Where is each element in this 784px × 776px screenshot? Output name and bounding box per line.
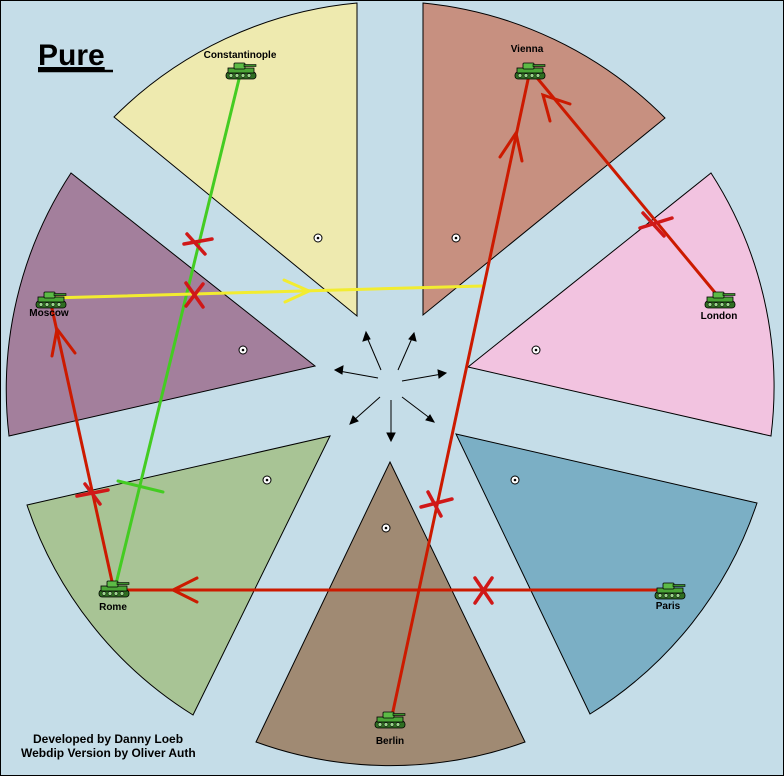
credit-developer: Developed by Danny Loeb — [33, 732, 183, 746]
order-move-london-vienna — [531, 71, 719, 297]
order-move-berlin-vienna — [390, 73, 531, 718]
city-label-vienna: Vienna — [511, 44, 544, 55]
province-london[interactable] — [466, 172, 775, 437]
province-constantinople[interactable] — [113, 2, 358, 318]
province-rome[interactable] — [26, 435, 331, 716]
province-paris[interactable] — [455, 433, 758, 715]
city-label-berlin: Berlin — [376, 736, 404, 747]
credit-webdip: Webdip Version by Oliver Auth — [21, 746, 196, 760]
supply-center-icon — [451, 233, 461, 243]
supply-center-icon — [531, 345, 541, 355]
order-move-moscow-vienna — [48, 278, 484, 304]
order-move-paris-rome — [115, 576, 670, 604]
failed-cross-icon — [419, 490, 454, 518]
city-labels: Constantinople Vienna London Paris Berli… — [29, 44, 737, 747]
city-label-moscow: Moscow — [29, 308, 69, 319]
failed-cross-icon — [184, 281, 205, 309]
supply-center-icon — [381, 523, 391, 533]
province-moscow[interactable] — [5, 172, 317, 437]
city-label-rome: Rome — [99, 602, 127, 613]
supply-centers — [238, 233, 541, 533]
center-arrows-icon — [333, 330, 448, 443]
failed-cross-icon — [473, 576, 494, 605]
supply-center-icon — [238, 345, 248, 355]
supply-center-icon — [262, 475, 272, 485]
provinces — [5, 2, 775, 767]
order-support-constantinople-rome — [113, 73, 242, 590]
province-vienna[interactable] — [422, 2, 666, 317]
city-label-paris: Paris — [656, 601, 681, 612]
order-move-rome-moscow — [49, 302, 115, 588]
city-label-london: London — [701, 311, 738, 322]
failed-cross-icon — [182, 232, 214, 256]
supply-center-icon — [313, 233, 323, 243]
failed-cross-icon — [75, 482, 110, 506]
map-title: Pure — [38, 39, 105, 72]
supply-center-icon — [510, 475, 520, 485]
orders — [48, 71, 719, 718]
failed-marks — [75, 211, 674, 605]
province-berlin[interactable] — [255, 460, 526, 767]
failed-cross-icon — [638, 211, 674, 238]
city-label-constantinople: Constantinople — [204, 50, 277, 61]
